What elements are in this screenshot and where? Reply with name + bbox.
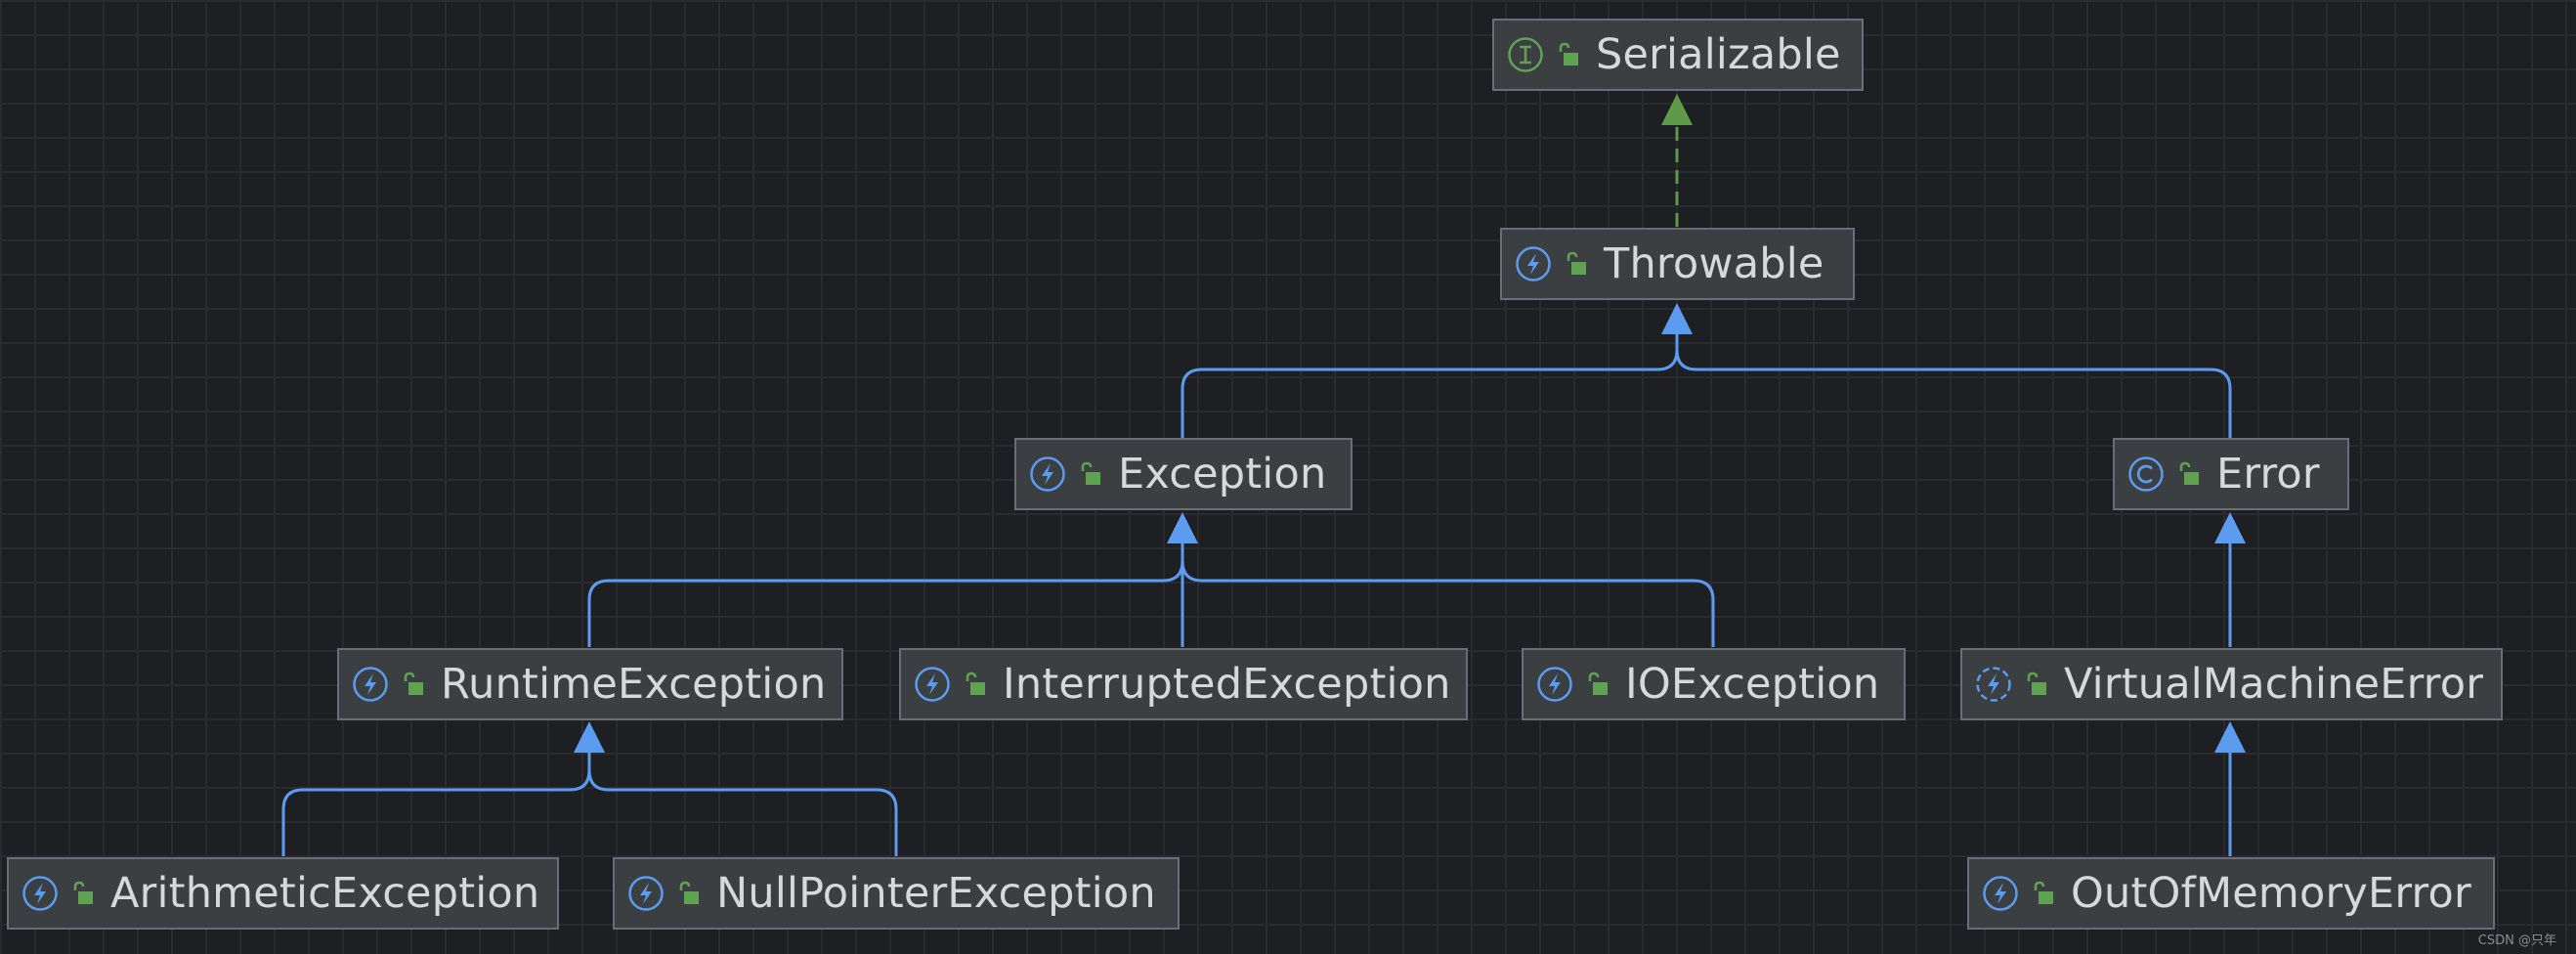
edge-arithmetic-exception-runtime-exception: [281, 769, 591, 856]
lock-icon: [1559, 42, 1578, 65]
edge-io-exception-exception: [1181, 560, 1715, 647]
throwable-icon: [1030, 456, 1065, 492]
node-label: NullPointerException: [716, 869, 1156, 918]
node-arithmetic-exception[interactable]: ArithmeticException: [7, 857, 559, 930]
interface-icon: [1508, 37, 1543, 72]
throwable-icon: [1983, 876, 2018, 911]
lock-icon: [1081, 461, 1100, 485]
node-null-pointer-exception[interactable]: NullPointerException: [613, 857, 1180, 930]
lock-icon: [1588, 672, 1608, 695]
node-label: OutOfMemoryError: [2071, 869, 2471, 918]
lock-icon: [2027, 672, 2046, 695]
node-label: Exception: [1118, 450, 1327, 499]
throwable-icon: [915, 667, 950, 702]
node-label: VirtualMachineError: [2064, 660, 2484, 709]
node-serializable[interactable]: Serializable: [1492, 19, 1864, 91]
edge-runtime-exception-exception: [587, 560, 1184, 647]
lock-icon: [2034, 881, 2053, 904]
node-exception[interactable]: Exception: [1014, 438, 1352, 510]
lock-icon: [1567, 251, 1586, 275]
watermark: CSDN @只年: [2477, 933, 2556, 948]
node-label: ArithmeticException: [110, 869, 540, 918]
node-label: RuntimeException: [441, 660, 827, 709]
arrow-head-exception: [1167, 512, 1198, 543]
arrow-head-virtual-machine-error: [2214, 721, 2246, 753]
node-throwable[interactable]: Throwable: [1500, 228, 1855, 300]
node-label: InterruptedException: [1003, 660, 1451, 709]
lock-icon: [404, 672, 423, 695]
node-label: Error: [2216, 450, 2320, 499]
arrow-head-runtime-exception: [574, 721, 605, 753]
edge-error-throwable: [1675, 349, 2232, 438]
throwable-icon: [1537, 667, 1572, 702]
throwable-icon: [353, 667, 388, 702]
edge-null-pointer-exception-runtime-exception: [587, 769, 898, 856]
node-label: IOException: [1625, 660, 1880, 709]
node-interrupted-exception[interactable]: InterruptedException: [899, 648, 1468, 720]
class-icon: [2128, 456, 2164, 492]
node-error[interactable]: Error: [2113, 438, 2349, 510]
node-io-exception[interactable]: IOException: [1522, 648, 1906, 720]
throwable-icon: [22, 876, 58, 911]
node-out-of-memory-error[interactable]: OutOfMemoryError: [1967, 857, 2495, 930]
lock-icon: [2179, 461, 2199, 485]
edge-exception-throwable: [1181, 349, 1679, 438]
abstract-throwable-icon: [1976, 667, 2011, 702]
lock-icon: [73, 881, 93, 904]
node-label: Serializable: [1596, 30, 1841, 79]
throwable-icon: [628, 876, 664, 911]
lock-icon: [966, 672, 985, 695]
node-label: Throwable: [1604, 239, 1825, 288]
node-virtual-machine-error[interactable]: VirtualMachineError: [1960, 648, 2503, 720]
lock-icon: [679, 881, 699, 904]
arrow-head-serializable: [1661, 94, 1693, 125]
arrow-head-error: [2214, 512, 2246, 543]
node-runtime-exception[interactable]: RuntimeException: [337, 648, 843, 720]
throwable-icon: [1516, 246, 1551, 282]
arrow-head-throwable: [1661, 303, 1693, 334]
